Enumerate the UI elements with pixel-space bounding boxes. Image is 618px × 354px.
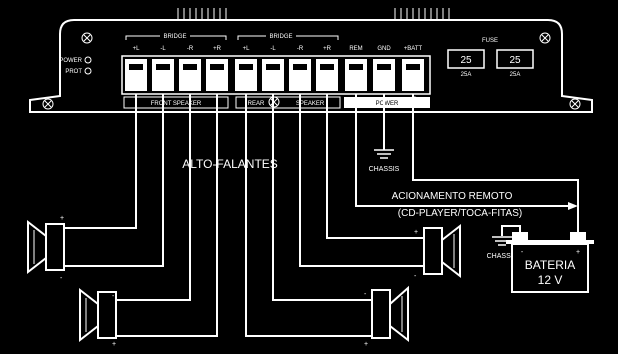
speaker-minus-sign: - (414, 273, 417, 280)
speaker-plus-sign: + (112, 341, 116, 348)
terminal-label: -L (270, 46, 276, 52)
speaker-minus-sign: - (60, 275, 63, 282)
prot-indicator-label: PROT (65, 69, 82, 75)
speaker-plus-sign: + (414, 229, 418, 236)
terminal-label: +L (243, 46, 251, 52)
power-indicator-label: POWER (59, 58, 82, 64)
battery-label: BATERIA (525, 258, 575, 272)
chassis-label: CHASSIS (369, 166, 400, 173)
battery-ground-wire (501, 225, 521, 236)
amplifier: POWER PROT BRIDGE BRIDGE +L -L -R +R +L … (29, 8, 593, 113)
fuse-title: FUSE (482, 38, 498, 44)
fuse-value: 25 (509, 55, 521, 66)
ground-icon (374, 149, 394, 159)
terminal-label: GND (377, 46, 391, 52)
wire (299, 94, 424, 267)
battery-wire (412, 94, 579, 232)
bridge-bracket-front (125, 35, 227, 40)
front-speaker-label: FRONT SPEAKER (151, 101, 202, 107)
battery-minus-sign: - (521, 249, 524, 256)
bridge-front-label: BRIDGE (163, 34, 186, 40)
power-led-icon (84, 56, 92, 64)
speaker-minus-sign: - (112, 293, 115, 300)
wire (64, 94, 164, 267)
chassis-label: CHASSIS (487, 253, 518, 260)
terminal-block (121, 55, 431, 95)
speaker-icon (79, 287, 117, 343)
speaker-plus-sign: + (60, 215, 64, 222)
terminal-label: +R (213, 46, 222, 52)
wire (116, 94, 218, 337)
battery-body (511, 243, 589, 293)
wire (245, 94, 372, 337)
wire (272, 94, 372, 301)
battery-plus-sign: + (576, 249, 580, 256)
remote-wire (355, 94, 568, 207)
speakers-label: ALTO-FALANTES (182, 157, 278, 171)
terminal-label: +L (133, 46, 141, 52)
terminal-label: +BATT (404, 46, 423, 52)
bridge-rear-label: BRIDGE (269, 34, 292, 40)
speaker-wires (64, 94, 424, 337)
fuse-rating: 25A (461, 72, 472, 78)
arrow-right-icon (568, 202, 578, 210)
terminal-label: +R (323, 46, 332, 52)
fuse-box (496, 49, 534, 69)
speaker-minus-sign: - (364, 291, 367, 298)
speaker-icon (371, 285, 409, 343)
power-wires (355, 94, 579, 232)
fuse-rating: 25A (510, 72, 521, 78)
front-speaker-group (123, 96, 229, 109)
speaker-icon (27, 219, 65, 275)
fuse-box (447, 49, 485, 69)
speaker-icon (423, 223, 461, 279)
rear-speaker-group (235, 96, 341, 109)
wire (326, 94, 424, 239)
speaker-plus-sign: + (364, 341, 368, 348)
wire (64, 94, 137, 229)
terminal-label: -R (297, 46, 304, 52)
remote-label-line1: ACIONAMENTO REMOTO (392, 191, 513, 202)
fuse-value: 25 (460, 55, 472, 66)
battery-voltage: 12 V (538, 273, 563, 287)
terminal-label: -R (187, 46, 194, 52)
terminal-label: REM (349, 46, 362, 52)
bridge-bracket-rear (237, 35, 339, 40)
heatsink-fins (177, 8, 450, 20)
rear-speaker-label: SPEAKER (296, 101, 325, 107)
battery-terminal-negative (512, 232, 528, 240)
terminal-label: -L (160, 46, 166, 52)
power-group-label: POWER (376, 101, 399, 107)
battery-terminal-positive (570, 232, 586, 240)
rear-speaker-label: REAR (248, 101, 265, 107)
power-group (344, 97, 430, 108)
wire (116, 94, 191, 301)
remote-label-line2: (CD-PLAYER/TOCA-FITAS) (398, 208, 522, 219)
battery-top (506, 240, 594, 244)
prot-led-icon (84, 67, 92, 75)
battery: CHASSIS - + BATERIA 12 V (487, 225, 594, 293)
